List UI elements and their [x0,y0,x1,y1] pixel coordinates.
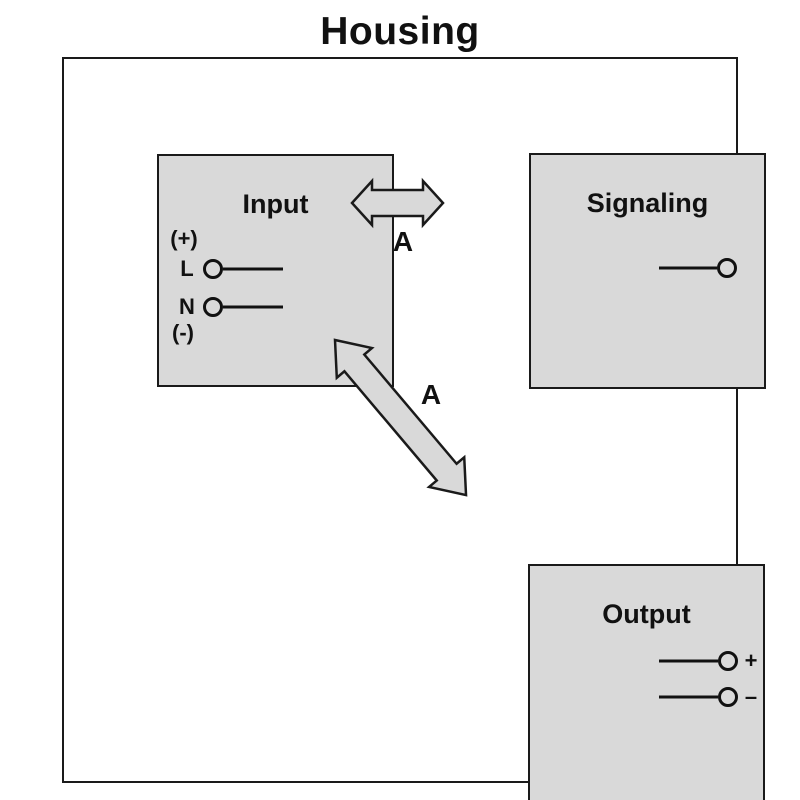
input-neutral-terminal-wire [223,305,283,309]
input-line-label: L [180,256,194,281]
arrow-a-diagonal-label: A [420,379,442,410]
input-line-terminal-circle [203,259,223,279]
output-minus-terminal-wire [659,695,718,699]
input-minus-label: (-) [172,320,194,345]
input-neutral-terminal-circle [203,297,223,317]
output-minus-label: – [744,684,758,709]
output-box-title: Output [602,599,691,629]
input-neutral-label: N [179,294,195,319]
signaling-terminal-circle [717,258,737,278]
input-line-terminal-wire [223,267,283,271]
output-plus-terminal-wire [659,659,718,663]
input-box-title: Input [242,189,309,219]
output-plus-label: + [744,648,758,673]
arrow-a-horizontal-label: A [392,226,414,257]
output-minus-terminal-circle [718,687,738,707]
signaling-terminal-wire [659,266,717,270]
input-box: Input (+) L N (-) [157,154,394,387]
output-plus-terminal-circle [718,651,738,671]
signaling-box: Signaling [529,153,766,389]
input-plus-label: (+) [170,226,198,251]
signaling-box-title: Signaling [586,188,709,218]
output-box: Output + – [528,564,765,800]
housing-box: Input (+) L N (-) Signaling Output + – [62,57,766,800]
page-title: Housing [320,10,480,53]
